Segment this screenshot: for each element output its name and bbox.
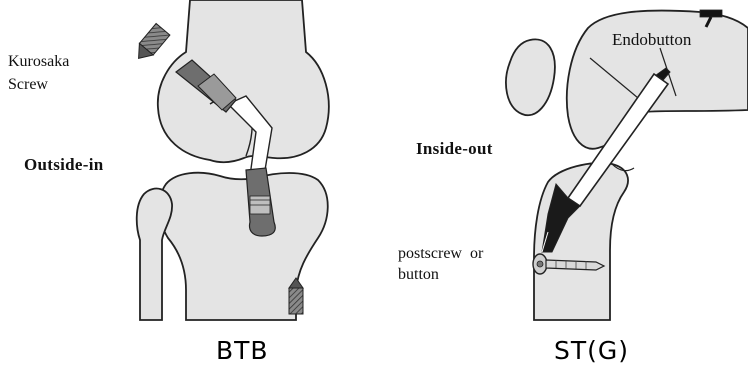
- postscrew-label-line1: postscrew or: [398, 244, 483, 263]
- btb-knee: [132, 0, 329, 320]
- postscrew-label: postscrew or button: [398, 244, 483, 284]
- endobutton-label: Endobutton: [612, 30, 691, 49]
- outside-in-label: Outside-in: [24, 155, 104, 175]
- inside-out-label: Inside-out: [416, 139, 493, 159]
- kurosaka-label-line1: Kurosaka: [8, 52, 69, 71]
- stg-caption: ST(G): [554, 336, 629, 365]
- stg-patella: [506, 39, 555, 115]
- kurosaka-label-line2: Screw: [8, 75, 69, 94]
- btb-fibula: [137, 189, 172, 320]
- kurosaka-screw-icon: [132, 23, 170, 64]
- kurosaka-screw-label: Kurosaka Screw: [8, 52, 69, 94]
- postscrew-label-line2: button: [398, 265, 483, 284]
- btb-caption: BTB: [216, 336, 269, 365]
- btb-femur: [158, 0, 329, 162]
- endobutton-icon: [700, 10, 722, 17]
- stg-knee: [506, 10, 748, 320]
